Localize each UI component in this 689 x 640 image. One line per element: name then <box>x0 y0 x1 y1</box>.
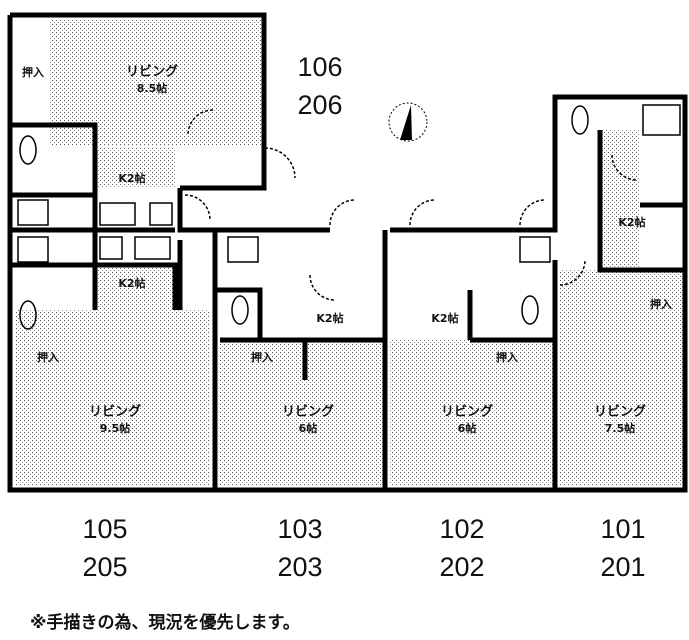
room-size: 9.5帖 <box>99 422 131 435</box>
compass-icon <box>388 102 428 142</box>
room-label: 押入 <box>37 351 59 364</box>
unit-105-numbers: 105 205 <box>82 510 127 586</box>
unit-101-numbers: 101 201 <box>600 510 645 586</box>
room-size: 6帖 <box>298 422 318 435</box>
room-label: K2帖 <box>118 277 146 290</box>
room-label: K2帖 <box>118 172 146 185</box>
room-label: 押入 <box>650 298 672 311</box>
unit-102-numbers: 102 202 <box>439 510 484 586</box>
unit-number: 206 <box>297 90 343 120</box>
room-label: 押入 <box>251 351 273 364</box>
unit-number: 101 <box>600 514 646 544</box>
room-label: 押入 <box>496 351 518 364</box>
room-label: リビング <box>440 404 494 420</box>
room-label: リビング <box>88 404 142 420</box>
unit-number: 103 <box>277 514 323 544</box>
room-label: リビング <box>593 404 647 420</box>
room-size: 7.5帖 <box>604 422 636 435</box>
room-label: K2帖 <box>431 312 459 325</box>
room-size: 8.5帖 <box>136 82 168 95</box>
room-label: 押入 <box>22 66 44 79</box>
unit-103-numbers: 103 203 <box>277 510 322 586</box>
room-size: 6帖 <box>457 422 477 435</box>
unit-106-numbers: 106 206 <box>297 48 342 124</box>
unit-number: 202 <box>439 552 485 582</box>
unit-number: 105 <box>82 514 128 544</box>
fixtures <box>17 104 681 330</box>
unit-number: 203 <box>277 552 323 582</box>
room-label: K2帖 <box>316 312 344 325</box>
doors <box>184 109 638 301</box>
room-label: リビング <box>281 404 335 420</box>
walls <box>7 12 688 493</box>
unit-number: 205 <box>82 552 128 582</box>
unit-number: 106 <box>297 52 343 82</box>
room-label: リビング <box>125 64 179 80</box>
disclaimer-note: ※手描きの為、現況を優先します。 <box>30 613 300 633</box>
unit-number: 201 <box>600 552 646 582</box>
unit-number: 102 <box>439 514 485 544</box>
room-label: K2帖 <box>618 216 646 229</box>
floor-shading <box>15 20 685 485</box>
